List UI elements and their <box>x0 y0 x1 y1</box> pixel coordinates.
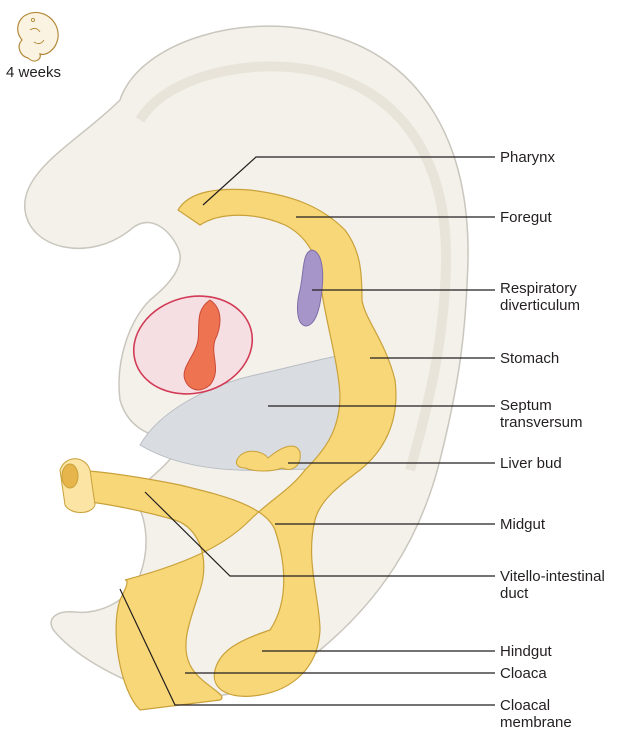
label-cloacal-membrane: Cloacal membrane <box>500 697 572 731</box>
label-stomach: Stomach <box>500 350 559 367</box>
label-septum-line2: transversum <box>500 414 583 431</box>
label-respiratory-line1: Respiratory <box>500 280 580 297</box>
label-midgut: Midgut <box>500 516 545 533</box>
label-cloacal-line2: membrane <box>500 714 572 731</box>
label-septum-transversum: Septum transversum <box>500 397 583 431</box>
label-vitello-intestinal-duct: Vitello-intestinal duct <box>500 568 605 602</box>
stage-label: 4 weeks <box>6 64 61 81</box>
label-respiratory-line2: diverticulum <box>500 297 580 314</box>
label-cloacal-line1: Cloacal <box>500 697 572 714</box>
label-foregut: Foregut <box>500 209 552 226</box>
label-septum-line1: Septum <box>500 397 583 414</box>
embryo-thumbnail-icon <box>18 12 58 61</box>
label-pharynx: Pharynx <box>500 149 555 166</box>
label-vitello-line2: duct <box>500 585 605 602</box>
label-liver-bud: Liver bud <box>500 455 562 472</box>
label-hindgut: Hindgut <box>500 643 552 660</box>
label-cloaca: Cloaca <box>500 665 547 682</box>
label-vitello-line1: Vitello-intestinal <box>500 568 605 585</box>
label-respiratory-diverticulum: Respiratory diverticulum <box>500 280 580 314</box>
